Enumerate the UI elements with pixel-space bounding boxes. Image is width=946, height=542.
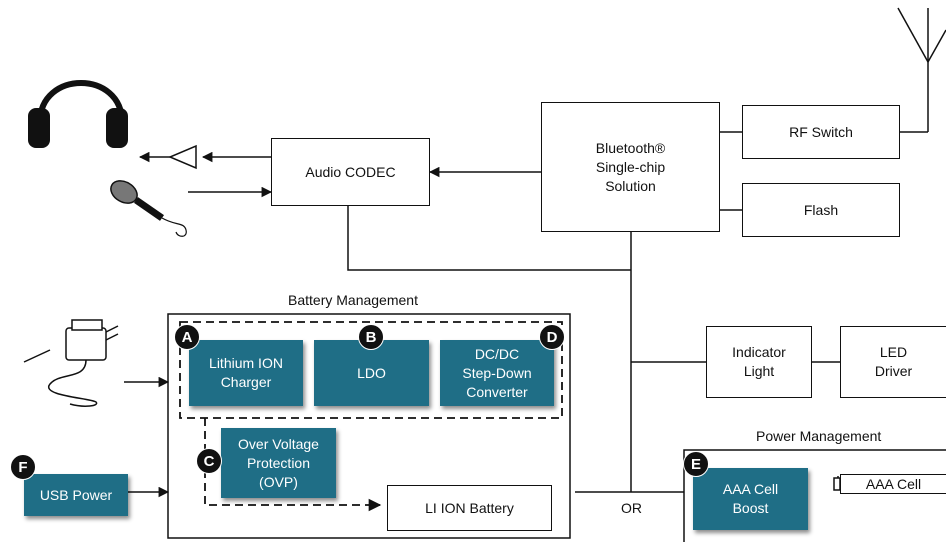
microphone-icon bbox=[110, 180, 187, 237]
headphones-icon bbox=[28, 80, 128, 148]
aaa-boost-block: AAA Cell Boost bbox=[693, 468, 808, 530]
rf-switch-block: RF Switch bbox=[742, 105, 900, 159]
audio-codec-block: Audio CODEC bbox=[271, 138, 430, 206]
badge-a: A bbox=[174, 324, 200, 350]
usb-power-block: USB Power bbox=[24, 474, 128, 516]
or-label: OR bbox=[621, 500, 642, 516]
badge-f: F bbox=[10, 454, 36, 480]
dcdc-converter-block: DC/DC Step-Down Converter bbox=[440, 340, 554, 406]
indicator-light-block: Indicator Light bbox=[706, 326, 812, 398]
amplifier-icon bbox=[168, 144, 197, 170]
battery-management-label: Battery Management bbox=[288, 292, 418, 308]
badge-e: E bbox=[683, 451, 709, 477]
aaa-cell-block: AAA Cell bbox=[840, 474, 946, 494]
bluetooth-chip-block: Bluetooth® Single-chip Solution bbox=[541, 102, 720, 232]
ovp-block: Over Voltage Protection (OVP) bbox=[221, 428, 336, 498]
led-driver-block: LED Driver bbox=[840, 326, 946, 398]
antenna-icon bbox=[897, 7, 946, 133]
power-management-label: Power Management bbox=[756, 428, 882, 444]
badge-c: C bbox=[196, 448, 222, 474]
badge-d: D bbox=[539, 324, 565, 350]
flash-block: Flash bbox=[742, 183, 900, 237]
badge-b: B bbox=[358, 324, 384, 350]
lithium-charger-block: Lithium ION Charger bbox=[189, 340, 303, 406]
charger-icon bbox=[23, 319, 119, 407]
li-ion-battery-block: LI ION Battery bbox=[387, 485, 552, 531]
ldo-block: LDO bbox=[314, 340, 429, 406]
